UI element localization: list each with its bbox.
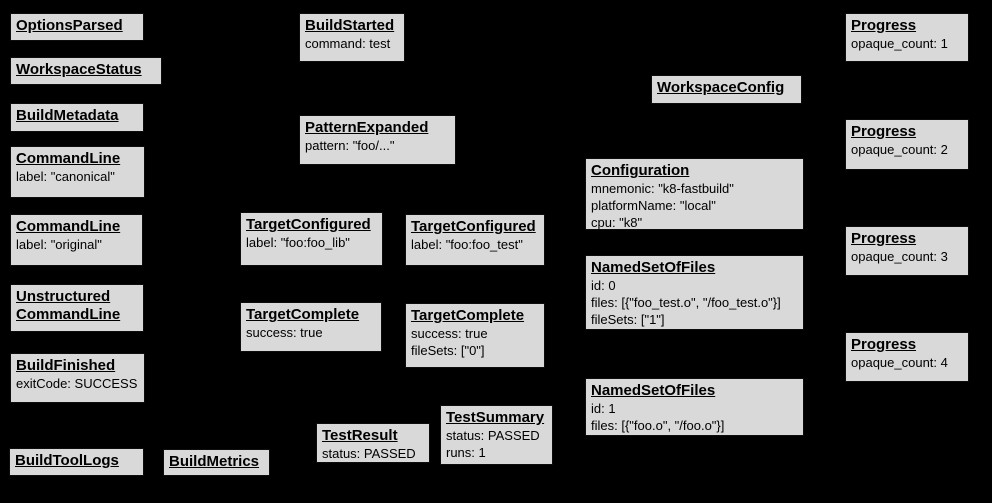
event-box-workspace-config: WorkspaceConfig — [651, 75, 802, 104]
event-attr: pattern: "foo/..." — [305, 138, 395, 153]
event-attr: label: "foo:foo_lib" — [246, 235, 350, 250]
event-box-target-complete-test: TargetComplete success: true fileSets: ["0… — [405, 303, 545, 368]
event-attr: label: "foo:foo_test" — [411, 237, 523, 252]
event-box-progress-3: Progress opaque_count: 3 — [845, 226, 969, 276]
event-title: BuildToolLogs — [15, 452, 119, 469]
event-attr: files: [{"foo_test.o", "/foo_test.o"}] — [591, 295, 781, 310]
event-attr: mnemonic: "k8-fastbuild" — [591, 181, 734, 196]
event-box-progress-2: Progress opaque_count: 2 — [845, 119, 969, 170]
event-attr: status: PASSED — [446, 428, 540, 443]
event-title: Configuration — [591, 162, 690, 179]
event-title: TargetComplete — [411, 307, 525, 324]
event-attr: runs: 1 — [446, 445, 486, 460]
event-attr: exitCode: SUCCESS — [16, 376, 138, 391]
event-attr: platformName: "local" — [591, 198, 716, 213]
event-box-build-metrics: BuildMetrics — [163, 449, 270, 476]
event-box-target-configured-foo-test: TargetConfigured label: "foo:foo_test" — [405, 214, 545, 266]
event-title: WorkspaceStatus — [16, 61, 142, 78]
event-title: Progress — [851, 123, 917, 140]
event-box-workspace-status: WorkspaceStatus — [10, 57, 162, 85]
event-title: TestResult — [322, 427, 398, 444]
event-box-target-configured-foo-lib: TargetConfigured label: "foo:foo_lib" — [240, 212, 383, 266]
event-attr: fileSets: ["1"] — [591, 312, 665, 327]
event-attr: id: 0 — [591, 278, 616, 293]
event-title: TargetConfigured — [246, 216, 371, 233]
event-title: TestSummary — [446, 409, 545, 426]
event-attr: files: [{"foo.o", "/foo.o"}] — [591, 418, 725, 433]
event-box-test-summary: TestSummary status: PASSED runs: 1 — [440, 405, 553, 465]
event-box-test-result: TestResult status: PASSED — [316, 423, 430, 463]
event-title: WorkspaceConfig — [657, 79, 785, 96]
event-title: CommandLine — [16, 306, 121, 323]
event-box-named-set-of-files-0: NamedSetOfFiles id: 0 files: [{"foo_test.o… — [585, 255, 804, 330]
event-attr: label: "original" — [16, 237, 102, 252]
event-box-progress-4: Progress opaque_count: 4 — [845, 332, 969, 382]
event-box-target-complete-lib: TargetComplete success: true — [240, 302, 382, 352]
event-title: BuildFinished — [16, 357, 116, 374]
event-title: Unstructured — [16, 288, 111, 305]
event-box-command-line-canonical: CommandLine label: "canonical" — [10, 146, 145, 198]
event-title: CommandLine — [16, 218, 121, 235]
event-title: CommandLine — [16, 150, 121, 167]
event-title: NamedSetOfFiles — [591, 382, 716, 399]
event-attr: opaque_count: 3 — [851, 249, 948, 264]
event-title: TargetComplete — [246, 306, 360, 323]
event-box-progress-1: Progress opaque_count: 1 — [845, 13, 969, 62]
event-box-build-finished: BuildFinished exitCode: SUCCESS — [10, 353, 145, 403]
event-attr: status: PASSED — [322, 446, 416, 461]
event-title: NamedSetOfFiles — [591, 259, 716, 276]
event-title: Progress — [851, 336, 917, 353]
event-attr: command: test — [305, 36, 391, 51]
event-title: Progress — [851, 230, 917, 247]
event-title: BuildMetadata — [16, 107, 119, 124]
event-title: PatternExpanded — [305, 119, 429, 136]
event-title: Progress — [851, 17, 917, 34]
event-attr: cpu: "k8" — [591, 215, 643, 230]
event-attr: opaque_count: 4 — [851, 355, 948, 370]
event-box-configuration: Configuration mnemonic: "k8-fastbuild" pla… — [585, 158, 804, 230]
event-box-options-parsed: OptionsParsed — [10, 13, 144, 41]
event-attr: success: true — [411, 326, 488, 341]
event-title: BuildStarted — [305, 17, 395, 34]
event-title: TargetConfigured — [411, 218, 536, 235]
event-box-pattern-expanded: PatternExpanded pattern: "foo/..." — [299, 115, 456, 165]
event-box-build-started: BuildStarted command: test — [299, 13, 405, 62]
event-attr: opaque_count: 1 — [851, 36, 948, 51]
event-title: BuildMetrics — [169, 453, 260, 470]
event-box-build-tool-logs: BuildToolLogs — [9, 448, 144, 476]
event-attr: fileSets: ["0"] — [411, 343, 485, 358]
event-box-command-line-original: CommandLine label: "original" — [10, 214, 143, 266]
event-title: OptionsParsed — [16, 17, 123, 34]
event-attr: label: "canonical" — [16, 169, 115, 184]
event-attr: opaque_count: 2 — [851, 142, 948, 157]
event-attr: id: 1 — [591, 401, 616, 416]
event-box-build-metadata: BuildMetadata — [10, 103, 144, 132]
event-attr: success: true — [246, 325, 323, 340]
event-box-named-set-of-files-1: NamedSetOfFiles id: 1 files: [{"foo.o", "/… — [585, 378, 804, 436]
